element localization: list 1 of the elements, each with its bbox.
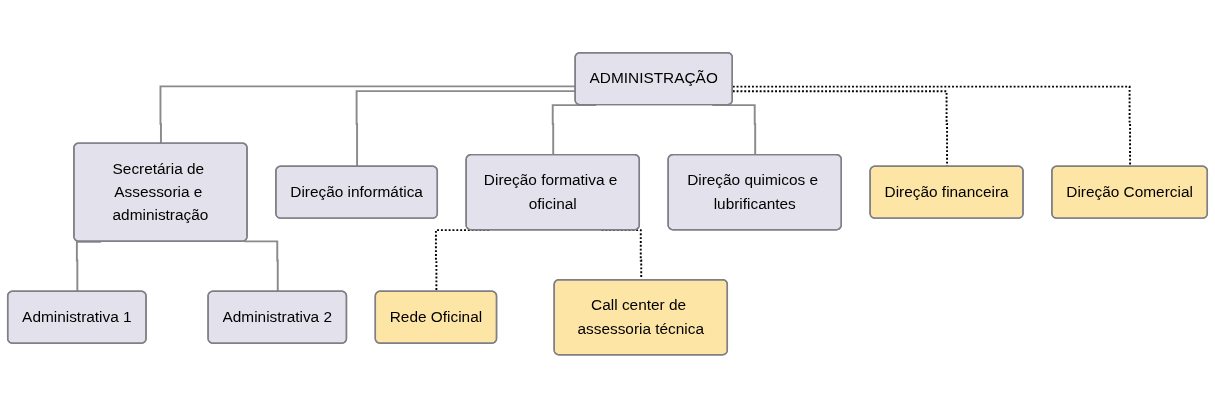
connector [243, 240, 279, 293]
